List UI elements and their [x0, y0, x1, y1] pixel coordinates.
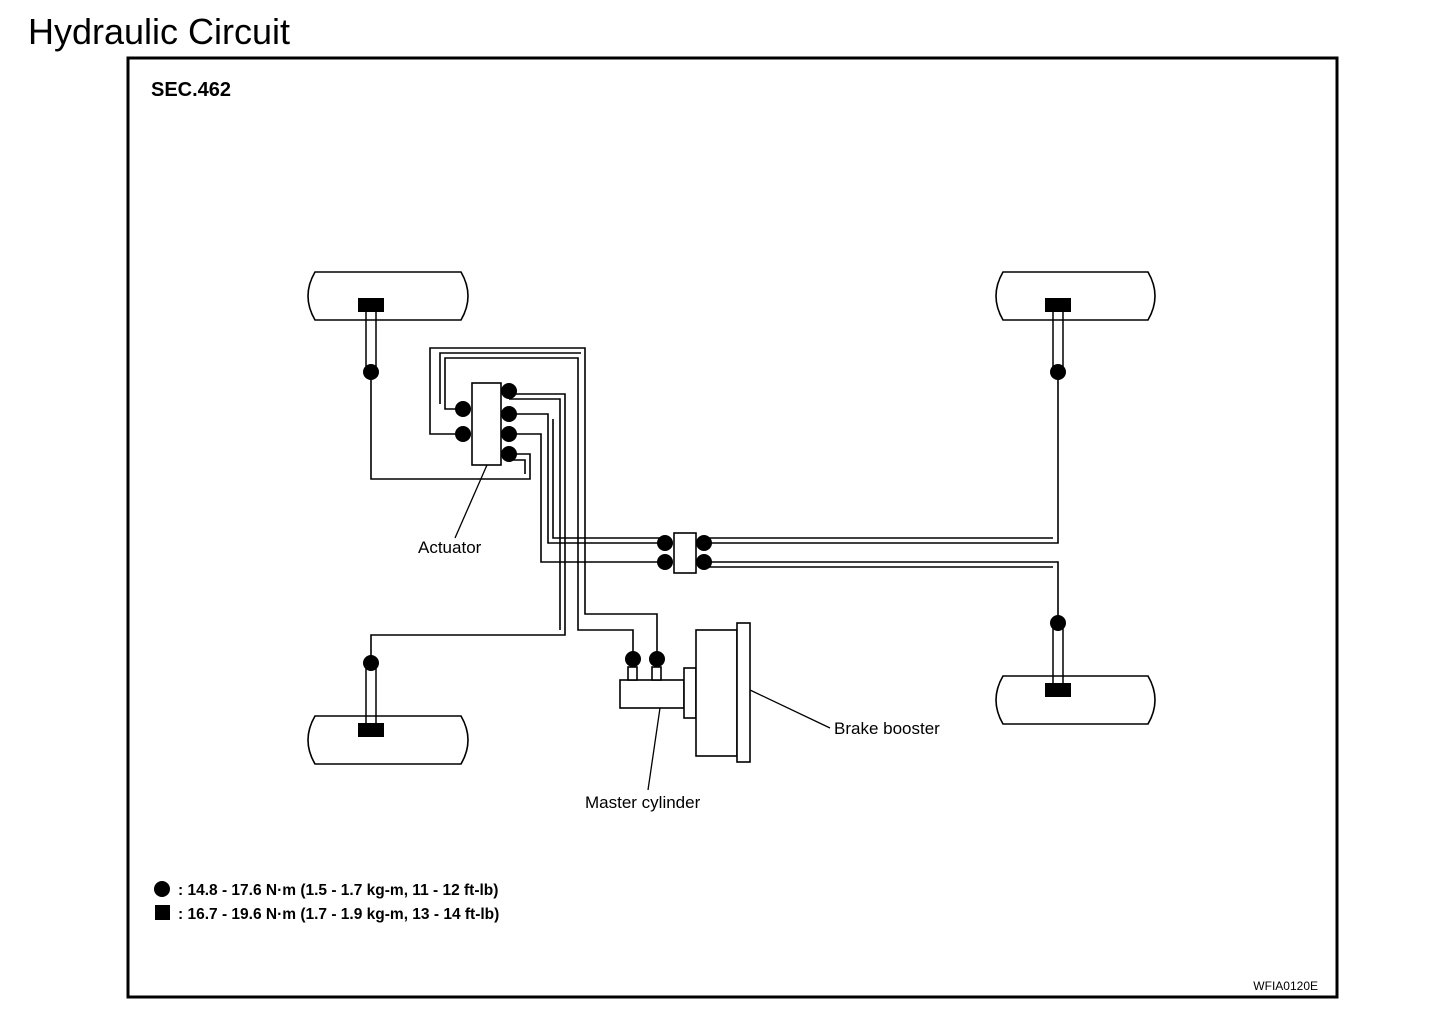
booster-rim — [736, 622, 751, 763]
wheels — [307, 271, 1156, 765]
torque-circle-icon — [649, 651, 665, 667]
wheel-front-right — [995, 271, 1156, 321]
master-cylinder-label: Master cylinder — [585, 793, 701, 812]
torque-circle-icon — [1050, 364, 1066, 380]
legend-circle-icon — [154, 881, 170, 897]
leader-lines — [454, 464, 831, 791]
wheel-rear-right — [995, 675, 1156, 725]
brake-booster — [695, 629, 738, 757]
actuator-unit — [471, 382, 502, 466]
torque-circle-icon — [1050, 615, 1066, 631]
legend-circle-text: : 14.8 - 17.6 N·m (1.5 - 1.7 kg-m, 11 - … — [178, 882, 498, 899]
caliper-bolt-marks — [358, 298, 1071, 737]
torque-square-icon — [358, 298, 384, 312]
legend-square-icon — [155, 905, 170, 920]
torque-circle-icon — [501, 383, 517, 399]
booster-flange — [683, 667, 697, 719]
torque-square-icon — [1045, 683, 1071, 697]
torque-circle-icon — [696, 535, 712, 551]
torque-circle-icon — [657, 554, 673, 570]
wheel-front-left — [307, 271, 469, 321]
torque-circle-icon — [625, 651, 641, 667]
diagram-border — [126, 56, 1339, 999]
torque-circle-icon — [696, 554, 712, 570]
master-cylinder-assembly — [619, 622, 751, 763]
brake-booster-label: Brake booster — [834, 719, 940, 738]
torque-circle-icon — [455, 401, 471, 417]
legend-square-text: : 16.7 - 19.6 N·m (1.7 - 1.9 kg-m, 13 - … — [178, 906, 499, 923]
torque-circle-icon — [363, 364, 379, 380]
torque-square-icon — [1045, 298, 1071, 312]
flare-nut-marks — [363, 364, 1066, 671]
torque-circle-icon — [363, 655, 379, 671]
brake-tubes — [370, 347, 1059, 663]
brake-tube-connector — [673, 532, 697, 574]
brake-hoses — [365, 312, 1064, 723]
section-code: SEC.462 — [151, 79, 231, 101]
figure-code: WFIA0120E — [1253, 979, 1318, 993]
torque-legend: : 14.8 - 17.6 N·m (1.5 - 1.7 kg-m, 11 - … — [154, 881, 499, 923]
torque-circle-icon — [501, 446, 517, 462]
torque-circle-icon — [501, 406, 517, 422]
page-title: Hydraulic Circuit — [28, 11, 291, 52]
torque-circle-icon — [501, 426, 517, 442]
torque-square-icon — [358, 723, 384, 737]
torque-circle-icon — [657, 535, 673, 551]
actuator-label: Actuator — [418, 538, 482, 557]
wheel-rear-left — [307, 715, 469, 765]
torque-circle-icon — [455, 426, 471, 442]
master-cylinder — [619, 679, 685, 709]
